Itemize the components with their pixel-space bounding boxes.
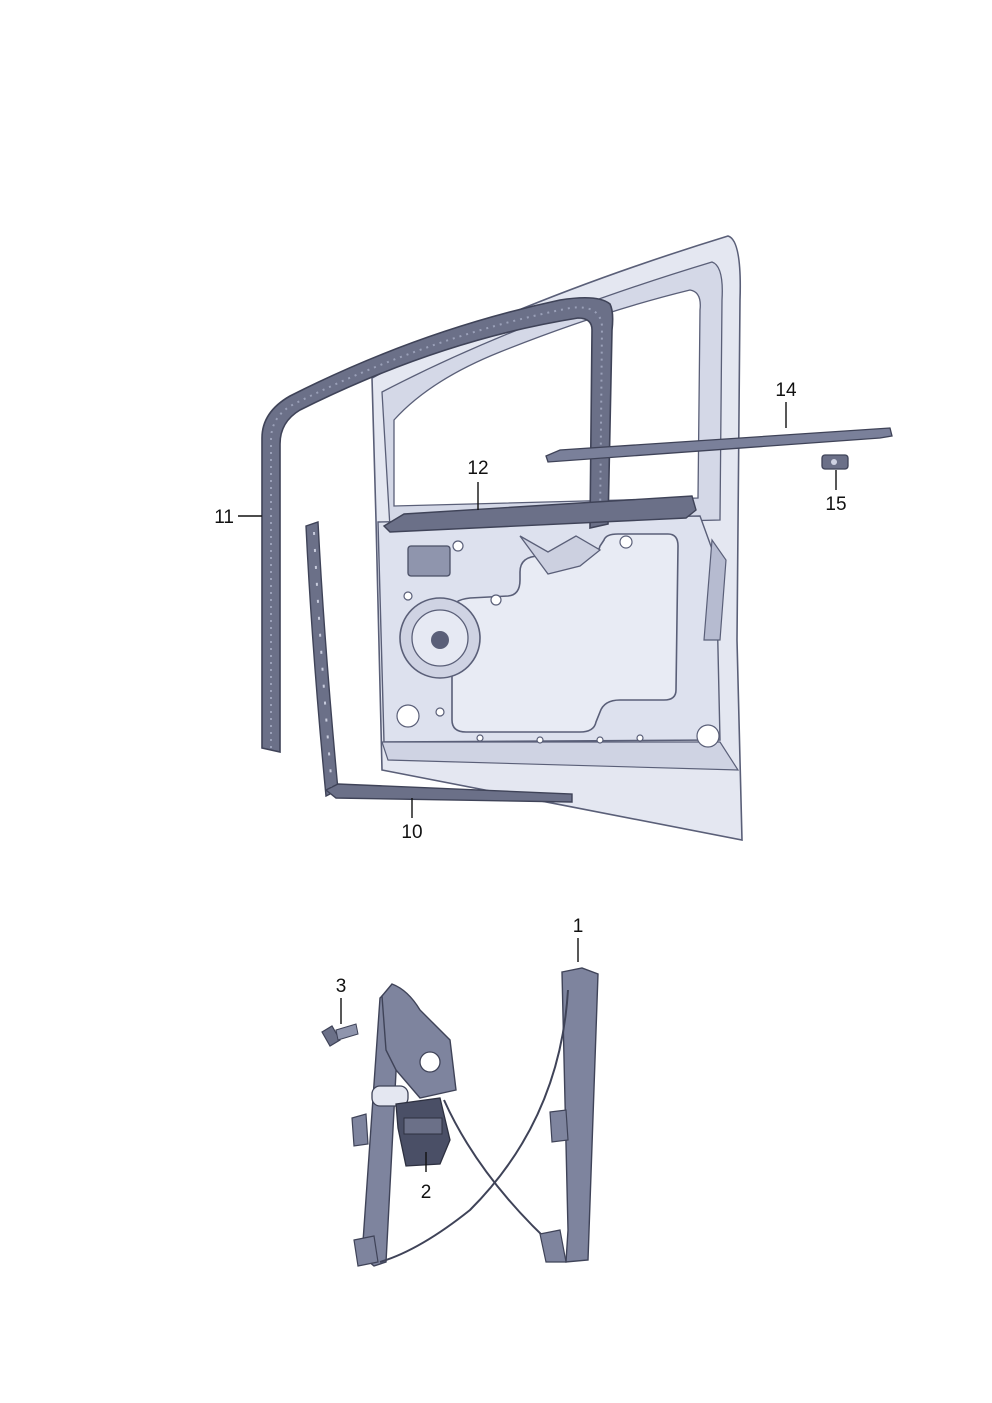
bolt-3-icon <box>321 1023 359 1047</box>
callout-15: 15 <box>825 494 846 515</box>
plate-hole <box>419 1051 441 1073</box>
callout-1: 1 <box>573 916 584 937</box>
motor-icon <box>371 1085 451 1167</box>
outer-belt-strip-14 <box>545 427 893 463</box>
belt-seal-12 <box>382 495 697 533</box>
handle-recess <box>407 545 451 577</box>
channel-seal-10 <box>305 521 573 803</box>
callout-12: 12 <box>467 458 488 479</box>
lock-bracket <box>519 535 602 575</box>
regulator-right-rail <box>561 967 599 1263</box>
regulator-lower-left-clip <box>353 1235 379 1267</box>
callout-10: 10 <box>401 822 422 843</box>
inner-trim-region <box>451 533 679 733</box>
frame-seal-11 <box>261 296 614 753</box>
callout-2: 2 <box>421 1182 432 1203</box>
regulator-right-lower-clip <box>539 1229 567 1263</box>
channel-horizontal <box>324 783 573 803</box>
frame-seal-body <box>261 296 614 753</box>
channel-vertical <box>305 521 339 798</box>
callout-3: 3 <box>336 976 347 997</box>
callout-14: 14 <box>775 380 797 401</box>
hinge-detail <box>703 538 727 641</box>
window-regulator <box>351 967 599 1267</box>
regulator-left-side-clip <box>351 1113 369 1147</box>
door-shell <box>371 235 743 841</box>
regulator-cable-b <box>379 989 569 1263</box>
channel-vertical-inner <box>313 531 333 789</box>
door-lower-edge <box>381 741 740 771</box>
mounting-holes <box>396 535 720 748</box>
regulator-right-side-clip <box>549 1109 569 1143</box>
regulator-cable-a <box>443 1099 561 1253</box>
clip-15 <box>821 454 849 470</box>
callout-11: 11 <box>214 507 234 528</box>
speaker-icon <box>399 597 481 679</box>
